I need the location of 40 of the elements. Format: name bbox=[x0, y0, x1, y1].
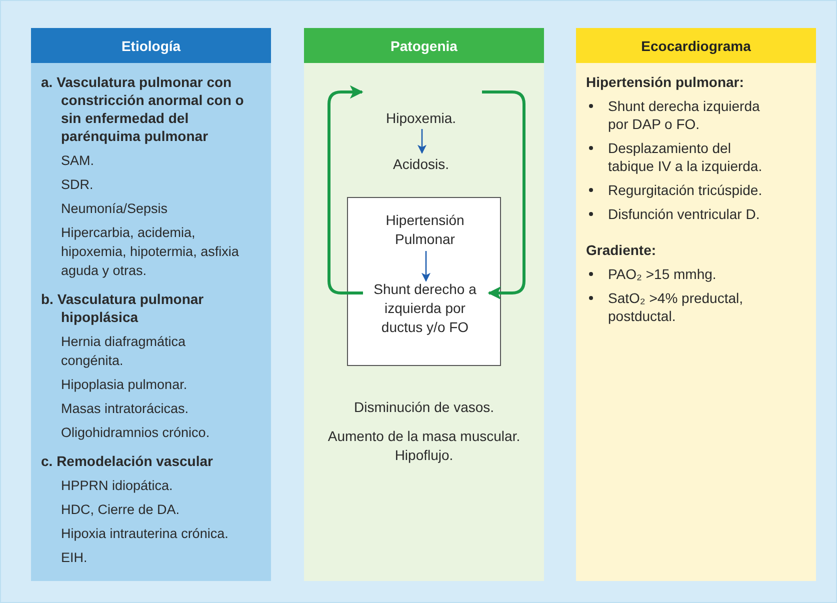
arrow bbox=[417, 129, 427, 154]
arrow bbox=[482, 90, 526, 300]
bullet-item: PAO₂ >15 mmhg. bbox=[586, 265, 776, 283]
bullet-item: Disfunción ventricular D. bbox=[586, 205, 776, 223]
bullet-item: SatO₂ >4% preductal, postductal. bbox=[586, 289, 776, 325]
list-item: SAM. bbox=[60, 152, 96, 170]
list-item: EIH. bbox=[60, 549, 88, 567]
column-panel bbox=[31, 28, 271, 581]
section-heading: Gradiente: bbox=[586, 241, 658, 259]
note-text: Aumento de la masa muscular. Hipoflujo. bbox=[326, 427, 522, 465]
list-item: Hipoplasia pulmonar. bbox=[60, 376, 188, 394]
panel-header: Etiología bbox=[31, 28, 271, 63]
list-item: SDR. bbox=[60, 176, 94, 194]
list-item: Masas intratorácicas. bbox=[60, 400, 190, 418]
list-item: Hernia diafragmática congénita. bbox=[60, 333, 187, 370]
frame-box bbox=[347, 197, 501, 366]
list-item: Hipoxia intrauterina crónica. bbox=[60, 525, 230, 543]
list-item: Hipercarbia, acidemia, hipoxemia, hipotermia, asfixia aguda y otras. bbox=[60, 224, 240, 280]
list-item: HPPRN idiopática. bbox=[60, 477, 174, 495]
section-heading: a. Vasculatura pulmonar con constricción anormal con o sin enfermedad del parénquima pulmonar bbox=[41, 73, 245, 145]
flow-step: Hipertensión Pulmonar bbox=[360, 210, 490, 250]
section-heading: c. Remodelación vascular bbox=[41, 452, 214, 470]
list-item: HDC, Cierre de DA. bbox=[60, 501, 181, 519]
list-item: Neumonía/Sepsis bbox=[60, 200, 169, 218]
arrow bbox=[421, 251, 431, 282]
column-panel bbox=[304, 28, 544, 581]
bullet-item: Shunt derecha izquierda por DAP o FO. bbox=[586, 97, 776, 133]
note-text: Disminución de vasos. bbox=[352, 398, 496, 417]
bullet-item: Regurgitación tricúspide. bbox=[586, 181, 776, 199]
list-item: Oligohidramnios crónico. bbox=[60, 424, 211, 442]
flow-step: Shunt derecho a izquierda por ductus y/o FO bbox=[362, 280, 488, 340]
flow-step: Acidosis. bbox=[381, 152, 461, 176]
column-panel bbox=[576, 28, 816, 581]
section-heading: Hipertensión pulmonar: bbox=[586, 73, 745, 91]
flow-step: Hipoxemia. bbox=[361, 88, 481, 128]
panel-header: Ecocardiograma bbox=[576, 28, 816, 63]
panel-header: Patogenia bbox=[304, 28, 544, 63]
section-heading: b. Vasculatura pulmonar hipoplásica bbox=[41, 290, 205, 326]
bullet-item: Desplazamiento del tabique IV a la izquierda. bbox=[586, 139, 776, 175]
arrow bbox=[328, 85, 364, 294]
